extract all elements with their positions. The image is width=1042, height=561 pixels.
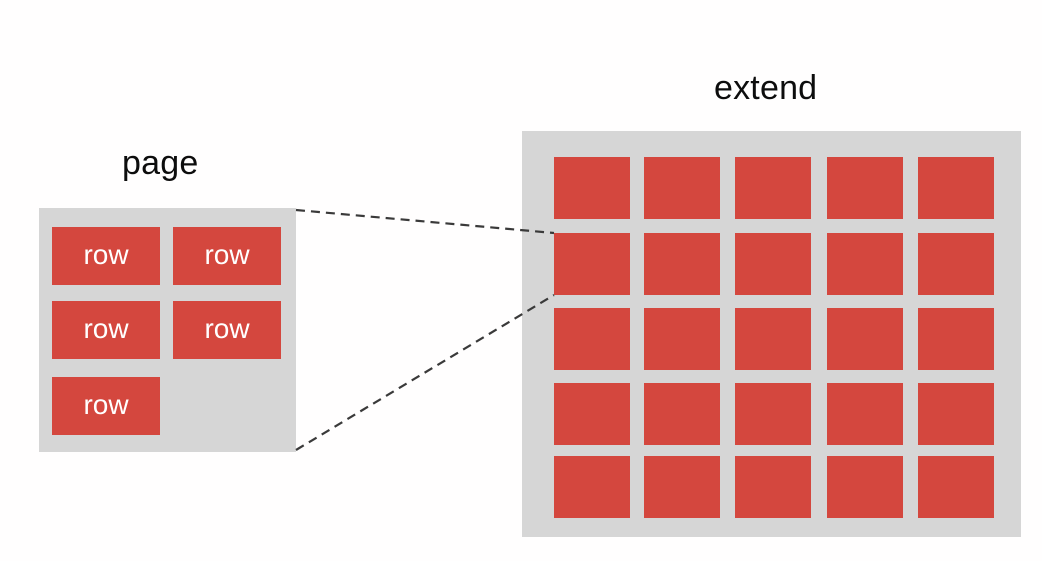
- extend-group-title: extend: [714, 69, 818, 107]
- page-row-label: row: [204, 313, 250, 344]
- page-group-title: page: [122, 144, 199, 182]
- extend-grid-cell[interactable]: [735, 233, 811, 295]
- extend-grid-cell[interactable]: [918, 233, 994, 295]
- extend-grid-cell[interactable]: [735, 157, 811, 219]
- extend-grid-cell-highlighted[interactable]: [554, 233, 630, 295]
- extend-grid-cell[interactable]: [735, 308, 811, 370]
- extend-grid-cell[interactable]: [644, 456, 720, 518]
- extend-grid-cell[interactable]: [918, 308, 994, 370]
- page-row-item[interactable]: row: [52, 227, 160, 285]
- extend-grid-cell[interactable]: [918, 157, 994, 219]
- extend-grid-cell[interactable]: [918, 383, 994, 445]
- extend-grid-cell[interactable]: [827, 157, 903, 219]
- page-row-item[interactable]: row: [173, 227, 281, 285]
- page-row-item[interactable]: row: [52, 301, 160, 359]
- page-row-label: row: [83, 313, 129, 344]
- extend-grid-cell[interactable]: [827, 383, 903, 445]
- extend-grid-cell[interactable]: [644, 383, 720, 445]
- extend-grid-cell[interactable]: [554, 157, 630, 219]
- extend-grid-cell[interactable]: [644, 157, 720, 219]
- extend-grid-cell[interactable]: [554, 456, 630, 518]
- page-row-label: row: [204, 239, 250, 270]
- extend-grid-cell[interactable]: [735, 456, 811, 518]
- callout-top-dashed-line: [295, 208, 555, 235]
- page-row-item[interactable]: row: [52, 377, 160, 435]
- extend-grid-cell[interactable]: [554, 308, 630, 370]
- extend-grid-cell[interactable]: [735, 383, 811, 445]
- extend-grid-cell[interactable]: [644, 308, 720, 370]
- extend-grid-cell[interactable]: [827, 233, 903, 295]
- page-row-label: row: [83, 239, 129, 270]
- extend-grid-cell[interactable]: [827, 308, 903, 370]
- extend-grid-cell[interactable]: [554, 383, 630, 445]
- extend-grid-cell[interactable]: [918, 456, 994, 518]
- page-row-label: row: [83, 389, 129, 420]
- page-row-item[interactable]: row: [173, 301, 281, 359]
- extend-grid-cell[interactable]: [644, 233, 720, 295]
- extend-grid-cell[interactable]: [827, 456, 903, 518]
- callout-bottom-dashed-line: [295, 294, 555, 451]
